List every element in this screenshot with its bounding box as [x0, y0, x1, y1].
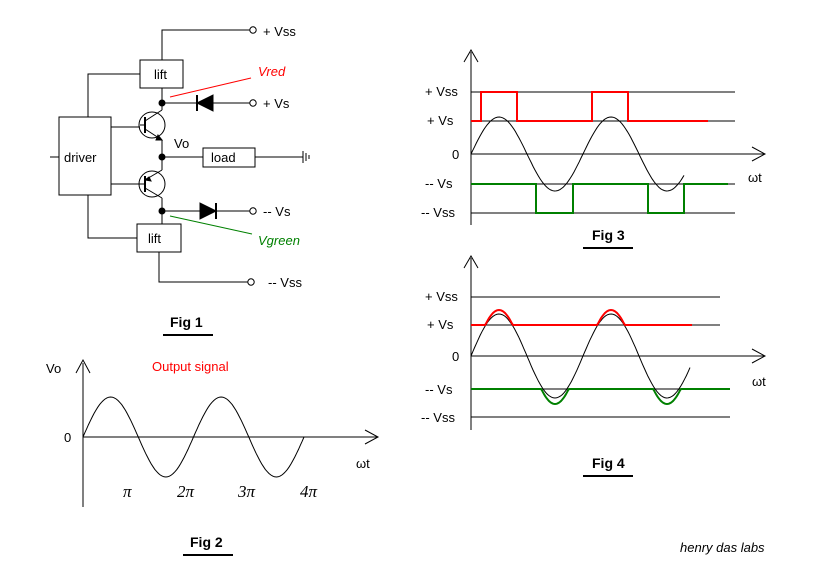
fig3-level-vss-pos: + Vss — [425, 84, 458, 99]
fig4-caption: Fig 4 — [592, 455, 625, 471]
vred-label: Vred — [258, 64, 286, 79]
fig4-level-vss-pos: + Vss — [425, 289, 458, 304]
lift-top-label: lift — [154, 67, 167, 82]
fig4-level-vs-neg: -- Vs — [425, 382, 453, 397]
vgreen-label: Vgreen — [258, 233, 300, 248]
fig1-circuit — [50, 26, 310, 286]
fig2-waveform — [82, 396, 305, 478]
fig2-plot — [75, 358, 380, 507]
fig2-caption: Fig 2 — [190, 534, 223, 550]
lift-bottom-label: lift — [148, 231, 161, 246]
fig2-tick-2pi: 2π — [177, 482, 195, 501]
fig1-caption: Fig 1 — [170, 314, 203, 330]
fig2-title: Output signal — [152, 359, 229, 374]
fig2-ylabel: Vo — [46, 361, 61, 376]
fig2-x-arrow — [364, 429, 380, 445]
fig2-zero-label: 0 — [64, 430, 71, 445]
fig3-level-vs-pos: + Vs — [427, 113, 454, 128]
fig3-red-trace — [471, 91, 708, 122]
fig4-level-vss-neg: -- Vss — [421, 410, 455, 425]
fig2-tick-4pi: 4π — [300, 482, 318, 501]
fig4-red-trace — [471, 308, 692, 326]
fig3-plot — [463, 49, 767, 225]
fig2-tick-pi: π — [123, 482, 132, 501]
lower-transistor — [138, 170, 166, 198]
fig4-sine-wave — [470, 313, 691, 399]
fig4-level-vs-pos: + Vs — [427, 317, 454, 332]
fig3-y-arrow — [463, 49, 479, 63]
fig4-plot — [463, 255, 767, 430]
fig3-level-vss-neg: -- Vss — [421, 205, 455, 220]
driver-to-lift-top-wire — [87, 73, 140, 117]
vs-neg-label: -- Vs — [263, 204, 291, 219]
fig3-xlabel: ωt — [748, 170, 762, 185]
vss-neg-wire — [158, 252, 248, 283]
lower-diode — [199, 202, 218, 220]
driver-to-lift-bottom-wire — [87, 195, 137, 239]
vss-pos-terminal — [249, 26, 257, 34]
driver-label: driver — [64, 150, 97, 165]
fig4-y-arrow — [463, 255, 479, 269]
upper-transistor — [138, 111, 166, 139]
fig2-y-arrow — [75, 358, 91, 374]
credit-text: henry das labs — [680, 540, 765, 555]
vss-neg-label: -- Vss — [268, 275, 302, 290]
fig3-sine-wave — [470, 116, 685, 192]
driver-box — [58, 116, 112, 196]
fig3-caption: Fig 3 — [592, 227, 625, 243]
vred-pointer — [169, 77, 252, 98]
upper-diode — [195, 94, 214, 112]
vs-pos-label: + Vs — [263, 96, 290, 111]
fig4-green-trace — [471, 388, 730, 406]
vss-pos-wire — [161, 29, 250, 60]
fig3-x-arrow — [751, 146, 767, 162]
load-label: load — [211, 150, 236, 165]
fig4-x-arrow — [751, 348, 767, 364]
fig3-green-trace — [471, 183, 728, 214]
lift-top-box — [139, 59, 184, 89]
fig4-level-zero: 0 — [452, 349, 459, 364]
fig2-xlabel: ωt — [356, 456, 370, 471]
vss-pos-label: + Vss — [263, 24, 296, 39]
fig2-tick-3pi: 3π — [237, 482, 256, 501]
fig3-level-vs-neg: -- Vs — [425, 176, 453, 191]
vo-label: Vo — [174, 136, 189, 151]
fig3-level-zero: 0 — [452, 147, 459, 162]
fig4-xlabel: ωt — [752, 374, 766, 389]
vgreen-pointer — [169, 215, 253, 235]
